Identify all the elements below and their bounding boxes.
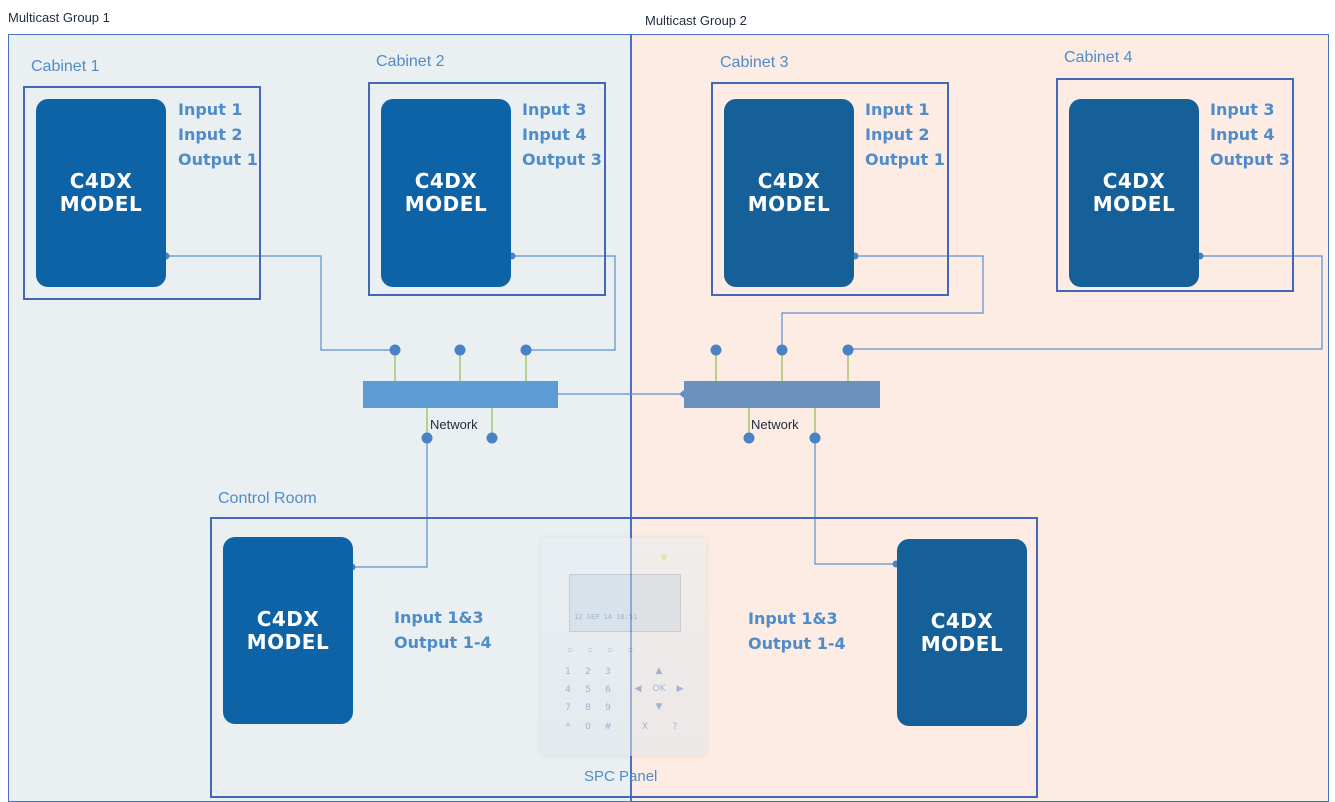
- cabinet-1-frame: [23, 86, 261, 300]
- func-x-key: X: [641, 722, 649, 732]
- device-model-line2: MODEL: [747, 192, 831, 216]
- wire-cabinet-2: [512, 255, 616, 351]
- cabinet-1-device: C4DX MODEL: [36, 99, 166, 287]
- key-8: 8: [585, 703, 591, 713]
- cabinet-2-frame: [368, 82, 606, 296]
- device-model-line1: C4DX: [1102, 169, 1166, 193]
- cabinet-1-label: Cabinet 1: [31, 58, 100, 75]
- key-5: 5: [585, 685, 591, 695]
- device-model-line1: C4DX: [69, 169, 133, 193]
- io-item: Output 3: [522, 150, 602, 169]
- device-model-line1: C4DX: [930, 608, 994, 633]
- cabinet-4-io-list: Input 3 Input 4 Output 3: [1210, 97, 1290, 172]
- cabinet-1-io-list: Input 1 Input 2 Output 1: [178, 97, 258, 172]
- network-switch-2-label: Network: [751, 417, 799, 432]
- spc-panel-label: SPC Panel: [584, 768, 658, 785]
- io-item: Input 3: [1210, 100, 1275, 119]
- key-0: 0: [585, 722, 591, 732]
- io-item: Output 1: [178, 150, 258, 169]
- network-switch-1-label: Network: [430, 417, 478, 432]
- device-model-line2: MODEL: [59, 192, 143, 216]
- control-room-label: Control Room: [218, 490, 317, 507]
- io-item: Input 4: [522, 125, 587, 144]
- network-switch-2: [684, 381, 880, 408]
- cabinet-4-label: Cabinet 4: [1064, 49, 1133, 66]
- io-item: Output 1-4: [394, 633, 492, 652]
- io-item: Output 1: [865, 150, 945, 169]
- spc-panel-indicators: ○○○○: [567, 645, 634, 656]
- control-room-right-device: C4DX MODEL: [897, 539, 1027, 726]
- key-6: 6: [605, 685, 611, 695]
- key-hash: #: [604, 722, 612, 732]
- device-model-line2: MODEL: [246, 629, 330, 654]
- control-room-frame: [210, 517, 1038, 798]
- func-help-key: ?: [672, 722, 678, 732]
- cabinet-2-device: C4DX MODEL: [381, 99, 511, 287]
- wire-control-right: [814, 438, 896, 565]
- spc-panel-display-text: 12 SEP 14 18:51: [574, 613, 638, 621]
- cabinet-3-device: C4DX MODEL: [724, 99, 854, 287]
- cabinet-2-label: Cabinet 2: [376, 53, 445, 70]
- wire-control-left: [352, 438, 428, 568]
- io-item: Input 2: [178, 125, 243, 144]
- device-model-line2: MODEL: [404, 192, 488, 216]
- multicast-group-1-label: Multicast Group 1: [8, 10, 110, 25]
- nav-up-icon: ▲: [655, 666, 663, 676]
- io-item: Input 1: [865, 100, 930, 119]
- control-room-left-io: Input 1&3 Output 1-4: [394, 605, 492, 655]
- cabinet-4-frame: [1056, 78, 1294, 292]
- device-model-line2: MODEL: [1092, 192, 1176, 216]
- device-model-line1: C4DX: [414, 169, 478, 193]
- device-model-line1: C4DX: [757, 169, 821, 193]
- io-item: Input 3: [522, 100, 587, 119]
- io-item: Output 3: [1210, 150, 1290, 169]
- spc-panel-status-led: [661, 554, 667, 560]
- key-star: *: [565, 722, 571, 732]
- nav-left-icon: ◀: [634, 684, 642, 694]
- key-3: 3: [605, 667, 611, 677]
- wire-cabinet-3: [781, 255, 984, 350]
- cabinet-3-frame: [711, 82, 949, 296]
- key-7: 7: [565, 703, 571, 713]
- wire-cabinet-4: [848, 255, 1323, 350]
- control-room-left-device: C4DX MODEL: [223, 537, 353, 724]
- io-item: Input 1&3: [394, 608, 484, 627]
- io-item: Input 4: [1210, 125, 1275, 144]
- cabinet-3-io-list: Input 1 Input 2 Output 1: [865, 97, 945, 172]
- key-4: 4: [565, 685, 571, 695]
- multicast-group-2-label: Multicast Group 2: [645, 13, 747, 28]
- control-room-right-io: Input 1&3 Output 1-4: [748, 606, 846, 656]
- device-model-line2: MODEL: [920, 631, 1004, 656]
- cabinet-3-label: Cabinet 3: [720, 54, 789, 71]
- key-9: 9: [605, 703, 611, 713]
- io-item: Input 1: [178, 100, 243, 119]
- key-2: 2: [585, 667, 591, 677]
- spc-panel-keypad: 12 SEP 14 18:51 ○○○○ 1 2 3 4 5 6 7 8 9 *…: [541, 538, 706, 756]
- cabinet-4-device: C4DX MODEL: [1069, 99, 1199, 287]
- wire-cabinet-1: [166, 255, 395, 351]
- nav-ok-button: OK: [652, 684, 666, 694]
- device-model-line1: C4DX: [256, 606, 320, 631]
- io-item: Input 1&3: [748, 609, 838, 628]
- io-item: Input 2: [865, 125, 930, 144]
- cabinet-2-io-list: Input 3 Input 4 Output 3: [522, 97, 602, 172]
- nav-right-icon: ▶: [676, 684, 684, 694]
- nav-down-icon: ▼: [655, 702, 663, 712]
- network-switch-1: [363, 381, 558, 408]
- key-1: 1: [565, 667, 571, 677]
- io-item: Output 1-4: [748, 634, 846, 653]
- spc-panel-display: 12 SEP 14 18:51: [569, 574, 681, 632]
